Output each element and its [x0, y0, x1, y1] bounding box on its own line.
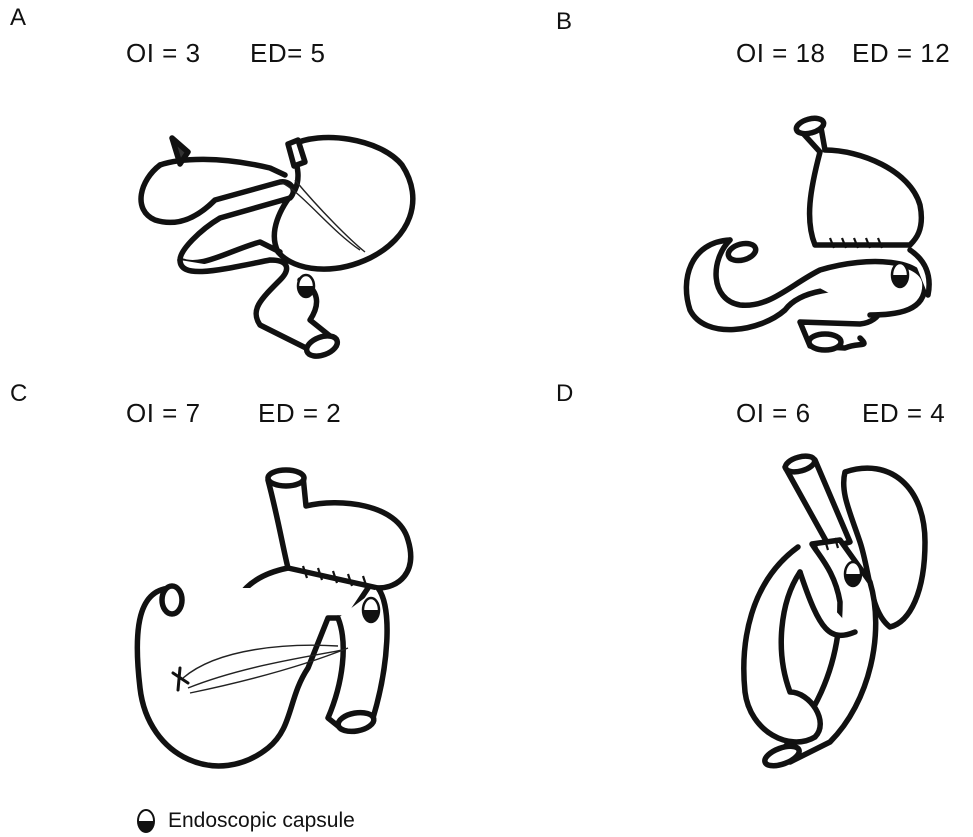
panel-c-ed: ED = 2 — [258, 398, 341, 429]
panel-c-illustration — [128, 468, 428, 788]
panel-a-oi: OI = 3 — [126, 38, 201, 69]
panel-a-letter: A — [10, 4, 26, 32]
panel-b-illustration — [670, 110, 970, 360]
legend-label: Endoscopic capsule — [168, 809, 355, 833]
panel-b-letter: B — [556, 8, 572, 36]
panel-b-ed: ED = 12 — [852, 38, 950, 69]
legend: Endoscopic capsule — [136, 808, 355, 834]
panel-c-oi: OI = 7 — [126, 398, 201, 429]
capsule-icon — [136, 808, 156, 834]
panel-a-illustration — [120, 120, 440, 370]
panel-d-ed: ED = 4 — [862, 398, 945, 429]
panel-d-oi: OI = 6 — [736, 398, 811, 429]
panel-c-letter: C — [10, 380, 27, 408]
panel-a-ed: ED= 5 — [250, 38, 326, 69]
panel-b-oi: OI = 18 — [736, 38, 826, 69]
panel-d-illustration — [720, 452, 950, 792]
panel-d-letter: D — [556, 380, 573, 408]
